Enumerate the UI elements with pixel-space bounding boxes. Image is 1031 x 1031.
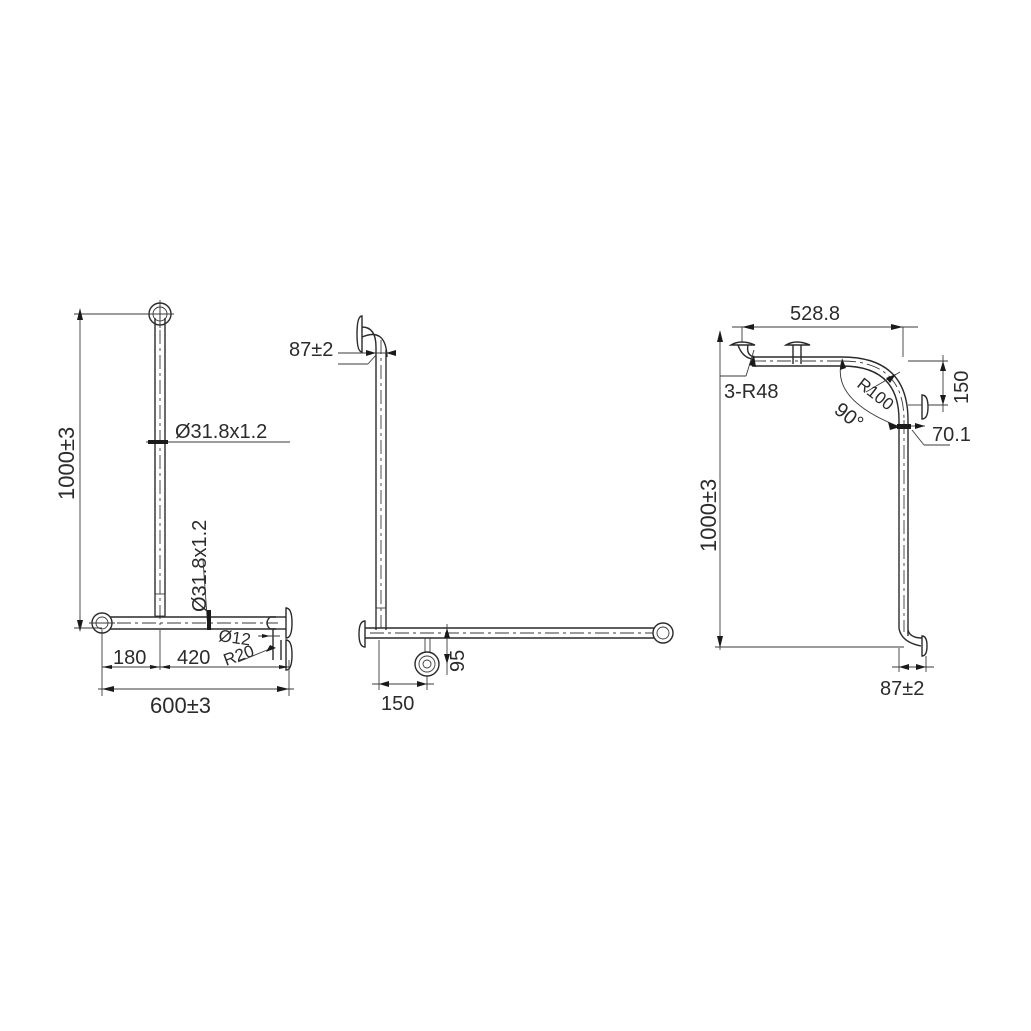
view1-tube-dim-lower: Ø31.8x1.2 <box>189 520 211 612</box>
view3-side-offset-dim: 70.1 <box>932 424 971 446</box>
view2-projection-dim: 87±2 <box>289 339 333 361</box>
view1-t-bar: 1000±3 Ø31.8x1.2 Ø31.8x1.2 Ø12 R20 180 4… <box>54 300 294 718</box>
view1-segment-dim: 420 <box>177 647 210 669</box>
view1-tube-dim-upper: Ø31.8x1.2 <box>175 421 267 443</box>
view2-support-flange-icon <box>414 651 440 677</box>
view1-hole-dim: Ø12 <box>217 626 251 649</box>
view3-projection-dim: 87±2 <box>880 678 924 700</box>
view2-support-drop-dim: 95 <box>447 650 469 672</box>
view2-support-offset-dim: 150 <box>381 693 414 715</box>
view3-fillet-dim: 3-R48 <box>724 381 778 403</box>
view3-angle-dim: 90° <box>830 399 867 435</box>
view1-offset-dim: 180 <box>113 647 146 669</box>
view2-right-flange-icon <box>652 622 674 644</box>
view1-width-dim: 600±3 <box>150 693 211 718</box>
right-support-icon <box>266 607 293 671</box>
view2-l-bar: 87±2 95 150 <box>289 315 674 715</box>
view3-top-length-dim: 528.8 <box>790 303 840 325</box>
view3-side-drop-dim: 150 <box>951 371 973 404</box>
view3-height-dim: 1000±3 <box>696 479 721 552</box>
view1-height-dim: 1000±3 <box>54 427 79 500</box>
view3-corner-bar: 528.8 3-R48 R100 90° 150 70.1 1000±3 <box>696 303 973 700</box>
